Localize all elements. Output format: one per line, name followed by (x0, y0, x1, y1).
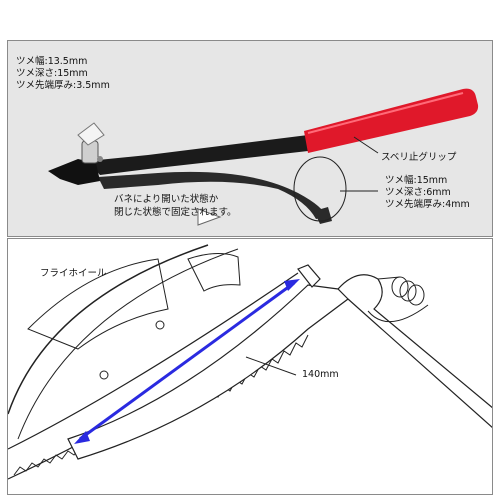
spec-line: ツメ深さ:6mm (385, 187, 451, 198)
flywheel-label: フライホイール (40, 268, 107, 279)
spec-line: ツメ先端厚み:3.5mm (16, 80, 110, 91)
ring-gear (8, 272, 299, 450)
note-line: 閉じた状態で固定されます。 (114, 207, 237, 218)
length-label: 140mm (302, 369, 339, 380)
usage-diagram-panel: フライホイール 140mm (7, 238, 493, 495)
spec-line: ツメ先端厚み:4mm (385, 199, 470, 210)
pointer-triangle (197, 208, 222, 226)
grip (304, 88, 479, 153)
grip-label: スベリ止グリップ (381, 152, 457, 163)
tool-photo-panel: ツメ幅:13.5mm ツメ深さ:15mm ツメ先端厚み:3.5mm スベリ止グリ… (7, 40, 493, 237)
left-jaw-specs: ツメ幅:13.5mm ツメ深さ:15mm ツメ先端厚み:3.5mm (16, 56, 110, 92)
spec-line: ツメ幅:13.5mm (16, 56, 88, 67)
flywheel-rim (8, 244, 209, 415)
spec-line: ツメ深さ:15mm (16, 68, 88, 79)
spring-coil (367, 276, 429, 323)
spec-line: ツメ幅:15mm (385, 175, 448, 186)
flywheel-diagram (8, 244, 492, 480)
right-jaw-specs: ツメ幅:15mm ツメ深さ:6mm ツメ先端厚み:4mm (385, 175, 470, 211)
jaw-callout-ellipse (293, 156, 347, 222)
left-jaw (48, 159, 100, 185)
spring-note: バネにより開いた状態か 閉じた状態で固定されます。 (114, 193, 237, 219)
lower-arm (98, 171, 326, 219)
tool-outline (67, 284, 349, 460)
tool-illustration (48, 88, 479, 226)
note-line: バネにより開いた状態か (114, 194, 219, 205)
length-arrow (79, 281, 295, 441)
upper-arm (88, 135, 308, 175)
